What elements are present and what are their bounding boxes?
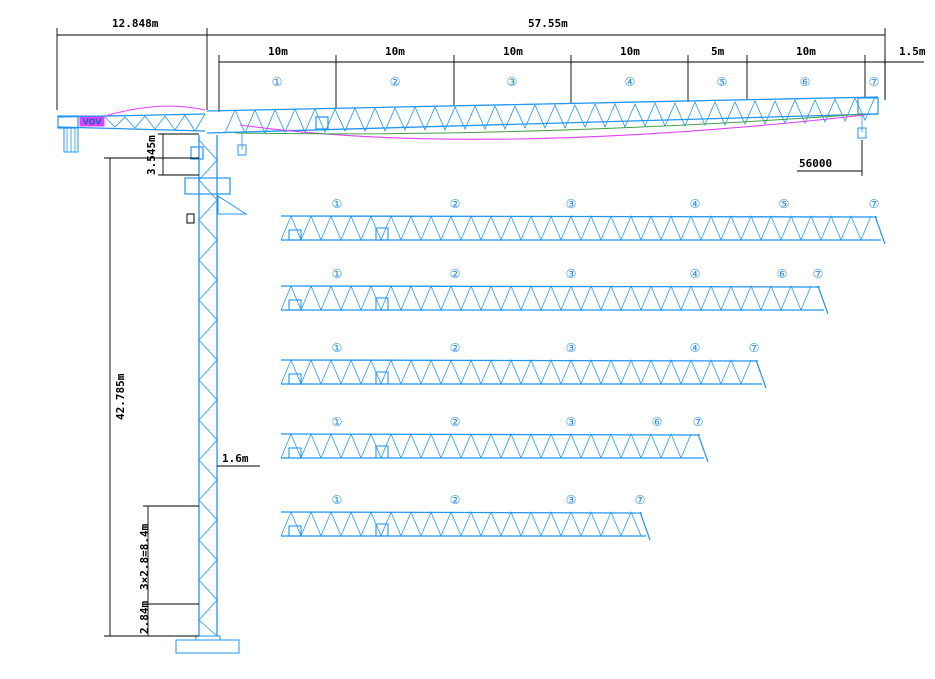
config-section-label: ① (332, 341, 343, 355)
segment-dim-4: 10m (620, 45, 640, 58)
counterweight-label: VOV (83, 118, 103, 127)
config-section-label: ① (332, 197, 343, 211)
head-height-label: 3.545m (145, 135, 158, 175)
mast-width-label: 1.6m (222, 452, 249, 465)
config-section-label: ⑦ (749, 341, 760, 355)
config-section-label: ② (450, 267, 461, 281)
config-section-label: ⑥ (652, 415, 663, 429)
main-jib: 56000 (206, 96, 879, 176)
capacity-label: 56000 (799, 157, 832, 170)
config-section-label: ⑥ (777, 267, 788, 281)
segment-dim-3: 10m (503, 45, 523, 58)
base-label: 2.84m (138, 601, 151, 634)
config-section-label: ② (450, 341, 461, 355)
main-section-label: ④ (625, 75, 636, 89)
main-section-label: ⑥ (800, 75, 811, 89)
jib-config-1: ① ② ③ ④ ⑤ ⑦ (280, 197, 886, 245)
main-section-label: ⑤ (717, 75, 728, 89)
config-section-label: ⑦ (813, 267, 824, 281)
config-section-label: ④ (690, 267, 701, 281)
side-dimensions: 42.785m 3.545m 1.6m 3×2.8=8.4m 2.84m (104, 133, 260, 637)
config-section-label: ③ (566, 267, 577, 281)
config-section-label: ③ (566, 341, 577, 355)
main-jib-section-labels: ① ② ③ ④ ⑤ ⑥ ⑦ (272, 75, 880, 89)
config-section-label: ② (450, 415, 461, 429)
section-stack-label: 3×2.8=8.4m (138, 523, 151, 590)
main-section-label: ① (272, 75, 283, 89)
segment-dim-2: 10m (385, 45, 405, 58)
main-section-label: ③ (507, 75, 518, 89)
segment-dim-6: 10m (796, 45, 816, 58)
config-section-label: ⑦ (869, 197, 880, 211)
config-section-label: ⑦ (693, 415, 704, 429)
config-section-label: ③ (566, 493, 577, 507)
config-section-label: ① (332, 267, 343, 281)
segment-dim-1: 10m (268, 45, 288, 58)
jib-config-4: ① ② ③ ⑥ ⑦ (280, 415, 709, 463)
jib-config-2: ① ② ③ ④ ⑥ ⑦ (280, 267, 829, 315)
config-section-label: ④ (690, 197, 701, 211)
config-section-label: ③ (566, 415, 577, 429)
counter-jib: VOV (57, 105, 206, 153)
config-section-label: ④ (690, 341, 701, 355)
config-section-label: ② (450, 493, 461, 507)
config-section-label: ③ (566, 197, 577, 211)
config-section-label: ① (332, 493, 343, 507)
height-label: 42.785m (114, 373, 127, 420)
total-jib-dim: 57.55m (528, 17, 568, 30)
config-section-label: ⑦ (635, 493, 646, 507)
top-dimensions: 12.848m 57.55m 10m 10m 10m 10m 5m 10m 1.… (56, 17, 926, 112)
config-section-label: ② (450, 197, 461, 211)
main-section-label: ② (390, 75, 401, 89)
config-section-label: ⑤ (779, 197, 790, 211)
jib-config-3: ① ② ③ ④ ⑦ (280, 341, 767, 389)
config-section-label: ① (332, 415, 343, 429)
main-section-label: ⑦ (869, 75, 880, 89)
jib-configurations: ① ② ③ ④ ⑤ ⑦ ① ② ③ ④ ⑥ ⑦ ① ② ③ ④ ⑦ ① ② ③ ⑥ ⑦ ① ② ③ ⑦ (280, 197, 886, 541)
counter-jib-dim: 12.848m (112, 17, 159, 30)
tower-mast (175, 135, 248, 654)
jib-config-5: ① ② ③ ⑦ (280, 493, 651, 541)
segment-dim-5: 5m (711, 45, 725, 58)
jib-tip-dim: 1.5m (899, 45, 926, 58)
